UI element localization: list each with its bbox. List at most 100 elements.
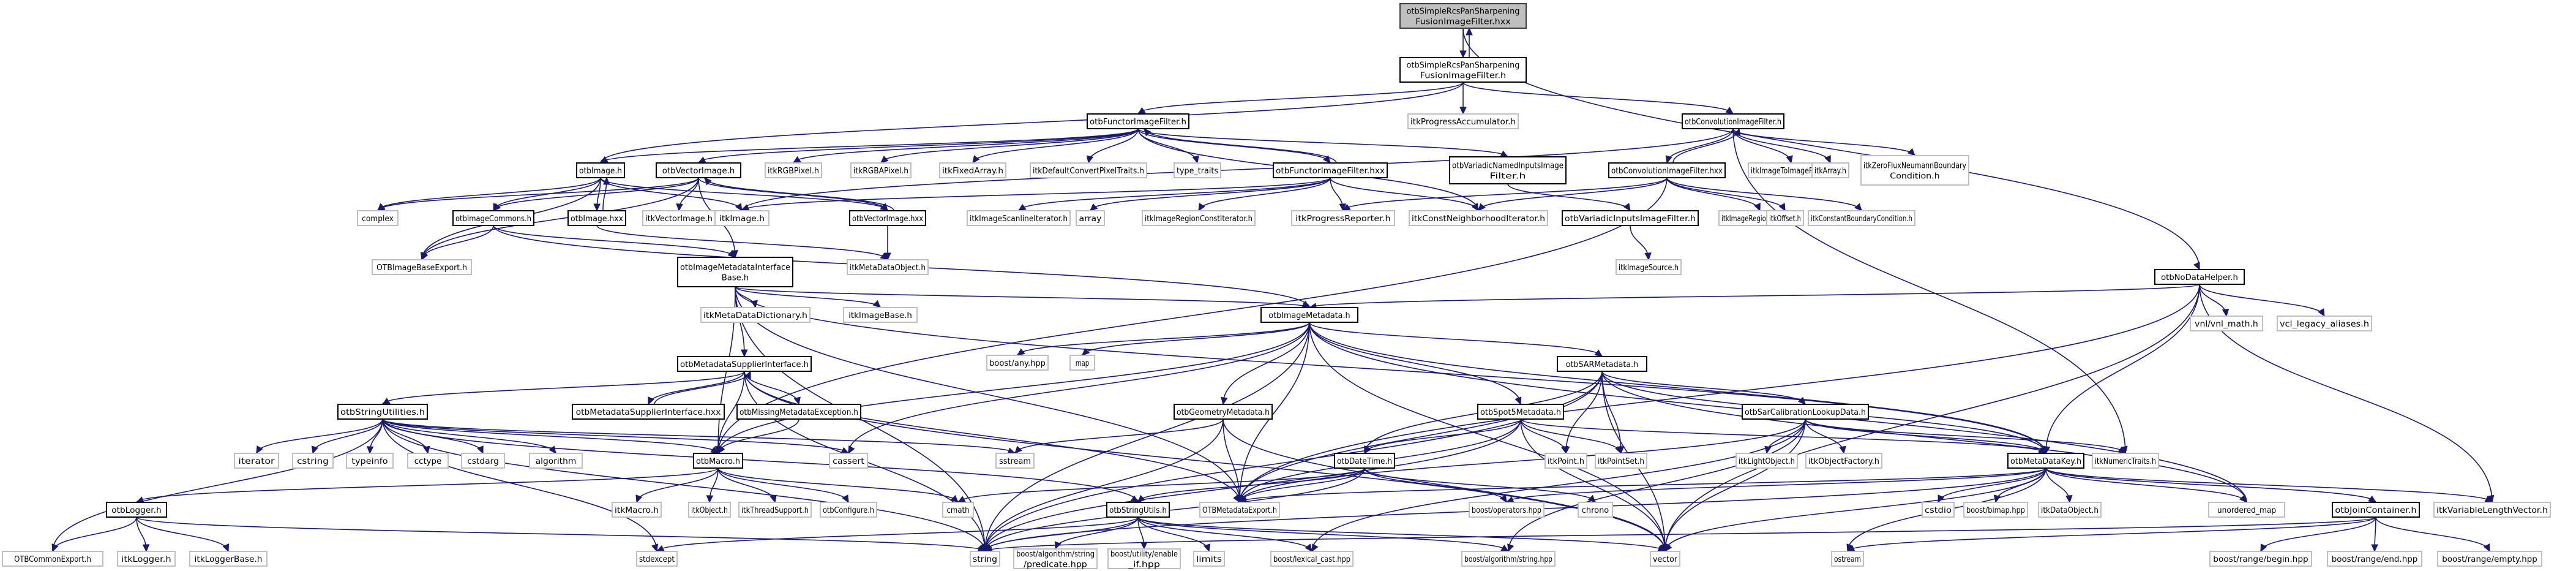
node-srcs_h[interactable]: otbSimpleRcsPanSharpeningFusionImageFilt… — [1399, 57, 1527, 83]
node-functor_hxx[interactable]: otbFunctorImageFilter.hxx — [1273, 162, 1388, 178]
arrowhead-icon — [142, 544, 150, 553]
edge-line — [2260, 516, 2376, 552]
node-label: itkConstantBoundaryCondition.h — [1811, 214, 1912, 224]
node-array: array — [1076, 210, 1105, 226]
node-label: otbMissingMetadataException.h — [739, 407, 858, 417]
node-box — [1334, 453, 1395, 469]
arrowhead-icon — [2318, 308, 2325, 317]
node-join[interactable]: otbJoinContainer.h — [2332, 502, 2420, 518]
arrowhead-icon — [1192, 155, 1199, 164]
node-box — [2277, 316, 2372, 331]
node-logger[interactable]: otbLogger.h — [106, 502, 167, 518]
edge-line — [2045, 284, 2200, 454]
node-mdsupp_hxx[interactable]: otbMetadataSupplierInterface.hxx — [572, 404, 725, 420]
node-strutils[interactable]: otbStringUtils.h — [1106, 502, 1170, 518]
node-mdkey[interactable]: otbMetaDataKey.h — [2007, 453, 2084, 469]
node-box — [2208, 502, 2285, 518]
node-box — [2, 551, 103, 567]
node-box — [1766, 210, 1804, 226]
node-label: itkMetaDataDictionary.h — [703, 311, 807, 320]
edge-line — [1732, 128, 1831, 164]
node-label: algorithm — [536, 456, 577, 466]
node-sarmd[interactable]: otbSARMetadata.h — [1557, 356, 1647, 372]
node-image_hxx[interactable]: otbImage.hxx — [567, 210, 626, 226]
edge-line — [1239, 467, 2046, 503]
node-vimage_h[interactable]: otbVectorImage.h — [656, 162, 741, 178]
node-nodata[interactable]: otbNoDataHelper.h — [2154, 269, 2245, 285]
node-box — [1682, 113, 1784, 129]
node-box — [1811, 162, 1849, 178]
edge-conv_hxx-to-progrep — [1342, 177, 1668, 211]
edge-line — [2199, 284, 2325, 317]
node-conv_hxx[interactable]: otbConvolutionImageFilter.hxx — [1608, 162, 1726, 178]
edge-datetime-to-chrono — [1364, 467, 1596, 503]
node-box — [567, 210, 626, 226]
node-label: otbGeometryMetadata.h — [1177, 407, 1270, 417]
edge-line — [1309, 322, 2046, 454]
node-imgmd[interactable]: otbImageMetadata.h — [1260, 307, 1358, 323]
arrowhead-icon — [648, 396, 654, 406]
arrowhead-icon — [1137, 494, 1146, 503]
node-geommd[interactable]: otbGeometryMetadata.h — [1174, 404, 1273, 420]
arrowhead-icon — [793, 396, 801, 406]
arrowhead-icon — [1515, 396, 1522, 406]
node-label: itkObjectFactory.h — [1808, 456, 1879, 466]
node-missingmd[interactable]: otbMissingMetadataException.h — [736, 404, 861, 420]
node-mdsupp[interactable]: otbMetadataSupplierInterface.h — [677, 356, 812, 372]
edge-imgcommons-to-imgbaseexp — [420, 225, 494, 261]
edge-functor_hxx-to-constneigh — [1330, 177, 1479, 212]
node-cstdarg: cstdarg — [461, 453, 505, 469]
node-sarcal[interactable]: otbSarCalibrationLookupData.h — [1742, 404, 1869, 420]
node-conv_h[interactable]: otbConvolutionImageFilter.h — [1682, 113, 1784, 129]
arrowhead-icon — [1311, 543, 1319, 553]
node-imgbaseexp: OTBImageBaseExport.h — [372, 259, 472, 275]
edge-line — [1805, 418, 1844, 454]
edge-line — [744, 371, 1240, 503]
node-rgbapixel: itkRGBAPixel.h — [850, 162, 912, 178]
node-spot5[interactable]: otbSpot5Metadata.h — [1477, 404, 1564, 420]
node-variadic[interactable]: otbVariadicInputsImageFilter.h — [1562, 210, 1699, 226]
node-vimage_hxx[interactable]: otbVectorImage.hxx — [849, 210, 926, 226]
node-macro[interactable]: otbMacro.h — [693, 453, 743, 469]
arrowhead-icon — [222, 543, 230, 553]
arrowhead-icon — [1907, 148, 1915, 156]
edge-sarcal-to-numtraits — [1805, 418, 2126, 454]
edge-logger-to-itklogger — [136, 516, 150, 553]
node-image_h[interactable]: otbImage.h — [576, 162, 625, 178]
arrowhead-icon — [651, 543, 659, 553]
node-label: otbStringUtils.h — [1109, 505, 1167, 515]
node-boostops: boost/operators.hpp — [1469, 502, 1544, 518]
node-label: OTBCommonExport.h — [14, 554, 91, 564]
node-bimap: boost/bimap.hpp — [1963, 502, 2028, 518]
edge-line — [382, 418, 719, 454]
node-label: otbMetadataSupplierInterface.h — [680, 360, 809, 369]
node-box — [1608, 162, 1726, 178]
node-label: otbImageMetadata.h — [1268, 311, 1350, 320]
node-functor_h[interactable]: otbFunctorImageFilter.h — [1087, 113, 1189, 129]
node-label: cctype — [414, 456, 441, 466]
arrowhead-icon — [1623, 203, 1631, 211]
node-strutil[interactable]: otbStringUtilities.h — [337, 404, 428, 420]
edge-image_h-to-itkimage — [600, 177, 743, 212]
node-box — [1409, 210, 1548, 226]
node-label: boost/algorithm/string.hpp — [1464, 554, 1552, 564]
arrowhead-icon — [769, 494, 777, 504]
node-root[interactable]: otbSimpleRcsPanSharpeningFusionImageFilt… — [1399, 3, 1527, 29]
node-label: itkVariableLengthVector.h — [2436, 505, 2548, 515]
node-box — [2327, 551, 2422, 567]
edge-mdsupp-to-mdsupp_hxx — [648, 371, 745, 406]
node-label: itkImageScanlineIterator.h — [970, 214, 1068, 224]
node-box — [736, 404, 861, 420]
arrowhead-icon — [1778, 203, 1786, 212]
node-box — [967, 210, 1071, 226]
node-imgcommons[interactable]: otbImageCommons.h — [452, 210, 534, 226]
node-label: otbMetaDataKey.h — [2010, 456, 2081, 466]
node-datetime[interactable]: otbDateTime.h — [1334, 453, 1395, 469]
node-box — [1742, 404, 1869, 420]
edge-line — [421, 177, 699, 260]
edge-vimage_hxx-to-vimage_h — [704, 177, 894, 211]
node-itkpointset: itkPointSet.h — [1595, 453, 1647, 469]
node-vcllegacy: vcl_legacy_aliases.h — [2277, 316, 2372, 331]
